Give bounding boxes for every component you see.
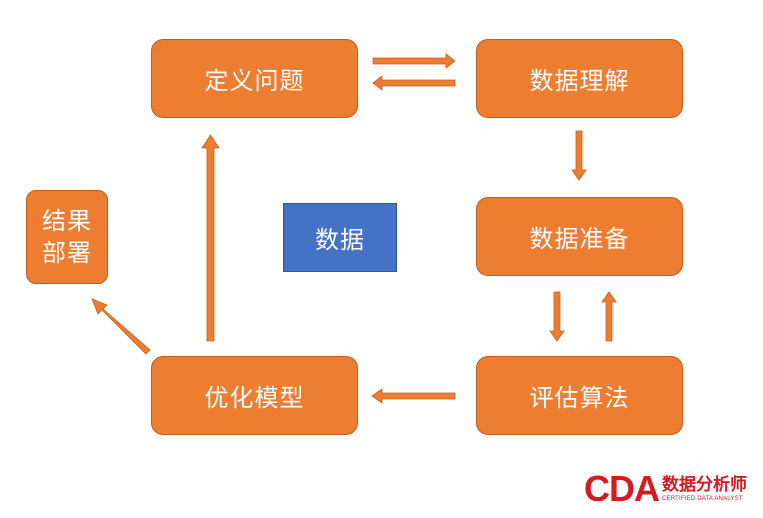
node-evaluate-algorithm: 评估算法 [476,356,683,435]
node-deploy-results: 结果 部署 [26,190,108,284]
node-data-understanding: 数据理解 [476,39,683,118]
arrow-understand-to-define [372,75,456,91]
arrow-prepare-to-evaluate [549,291,565,342]
node-define-problem: 定义问题 [151,39,358,118]
node-define-problem-label: 定义问题 [204,67,305,95]
node-center-data: 数据 [283,203,397,272]
node-center-data-label: 数据 [315,226,365,254]
node-data-preparation: 数据准备 [476,197,683,276]
node-optimize-model: 优化模型 [151,356,358,435]
arrow-define-to-understand [372,53,456,69]
arrow-evaluate-to-prepare [601,291,617,342]
cda-logo-chinese: 数据分析师 [662,474,747,495]
arrow-evaluate-to-optimize [371,388,456,404]
node-deploy-results-line2: 部署 [42,239,92,267]
cda-logo-brand: CDA [584,468,660,509]
node-optimize-model-label: 优化模型 [204,384,305,412]
cda-logo-text-group: 数据分析师 CERTIFIED DATA ANALYST [662,474,747,503]
node-evaluate-algorithm-label: 评估算法 [529,384,630,412]
arrow-understand-to-prepare [571,130,587,181]
node-deploy-results-line1: 结果 [42,207,92,235]
node-data-understanding-label: 数据理解 [529,67,630,95]
node-data-preparation-label: 数据准备 [529,225,630,253]
cda-logo: CDA 数据分析师 CERTIFIED DATA ANALYST [584,470,747,508]
cda-logo-english: CERTIFIED DATA ANALYST [662,495,743,502]
arrow-optimize-to-deploy [91,298,151,355]
arrow-optimize-to-define [201,134,220,342]
